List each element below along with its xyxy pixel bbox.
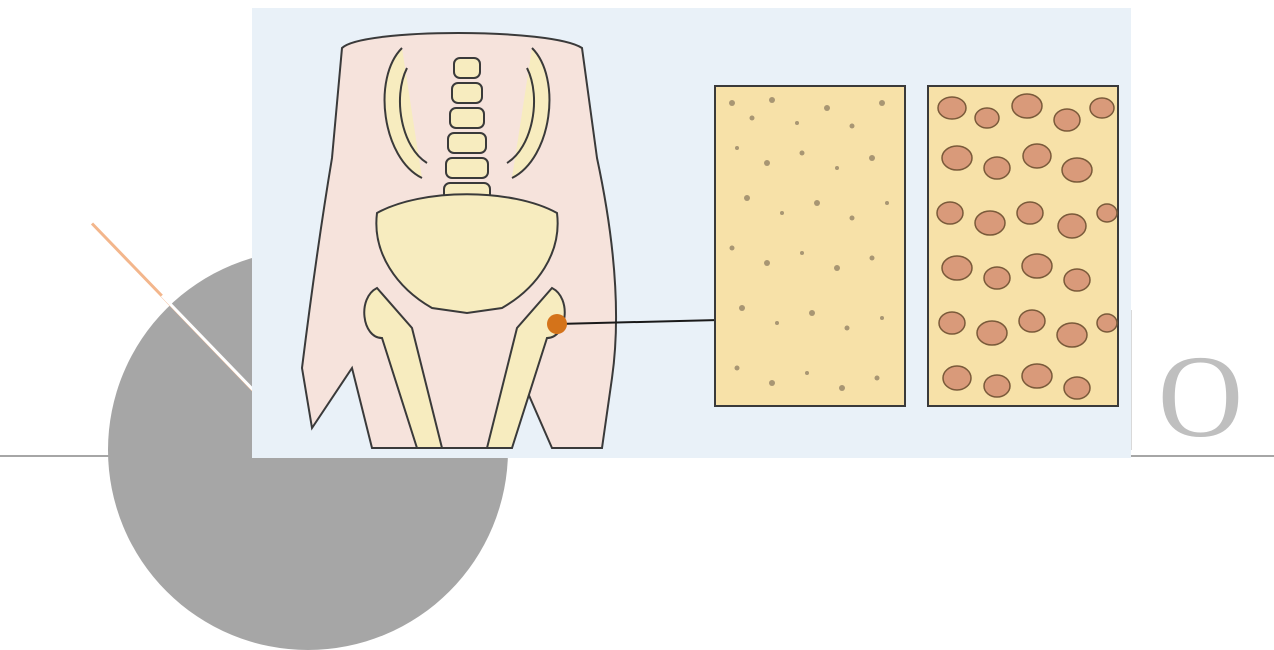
- bone-density-illustration: [252, 8, 1131, 458]
- large-letter-o: O: [1153, 342, 1248, 452]
- hip-marker: [547, 314, 567, 334]
- slide: O: [0, 0, 1274, 460]
- osteoporotic-bone-panel: [928, 86, 1118, 406]
- normal-bone-panel: [715, 86, 905, 406]
- anatomy-figure: [252, 8, 1131, 458]
